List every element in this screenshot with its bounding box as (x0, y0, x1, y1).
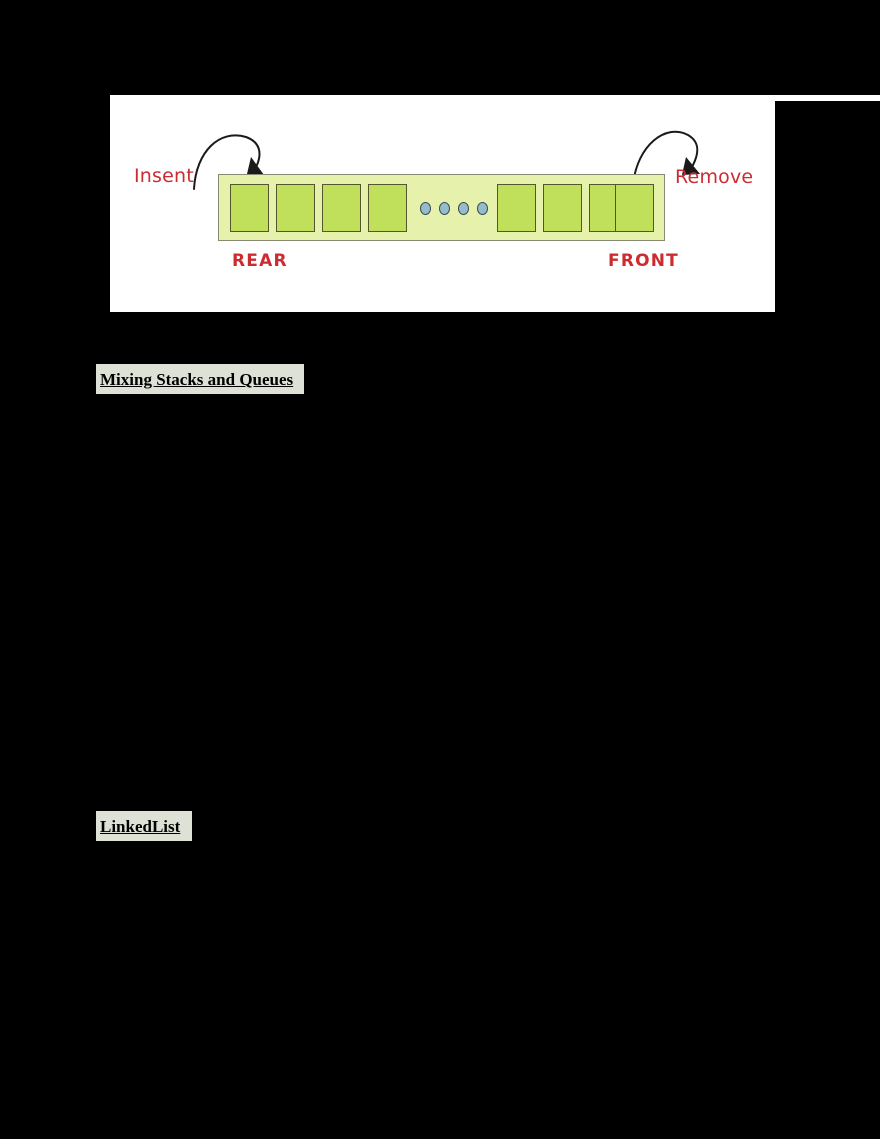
figure-panel-top-notch (775, 95, 880, 101)
queue-cell-front-3 (543, 184, 582, 232)
queue-cell-rear-2 (276, 184, 315, 232)
insert-label: Insent (134, 165, 194, 187)
queue-container (218, 174, 665, 241)
queue-cell-rear-3 (322, 184, 361, 232)
queue-cell-front-1 (615, 184, 654, 232)
queue-cell-front-4 (497, 184, 536, 232)
queue-diagram-panel: Insent Remove REAR FRONT (110, 95, 775, 312)
queue-ellipsis-dot-1 (420, 202, 431, 215)
heading-linkedlist: LinkedList (96, 811, 192, 841)
rear-label: REAR (232, 251, 288, 271)
queue-ellipsis-dot-4 (477, 202, 488, 215)
queue-ellipsis-dot-3 (458, 202, 469, 215)
queue-cell-rear-4 (368, 184, 407, 232)
queue-cell-rear-1 (230, 184, 269, 232)
remove-label: Remove (675, 166, 754, 188)
front-label: FRONT (608, 251, 679, 271)
queue-ellipsis-dot-2 (439, 202, 450, 215)
heading-mixing-stacks-and-queues: Mixing Stacks and Queues (96, 364, 304, 394)
insert-arrow-head (247, 157, 264, 175)
